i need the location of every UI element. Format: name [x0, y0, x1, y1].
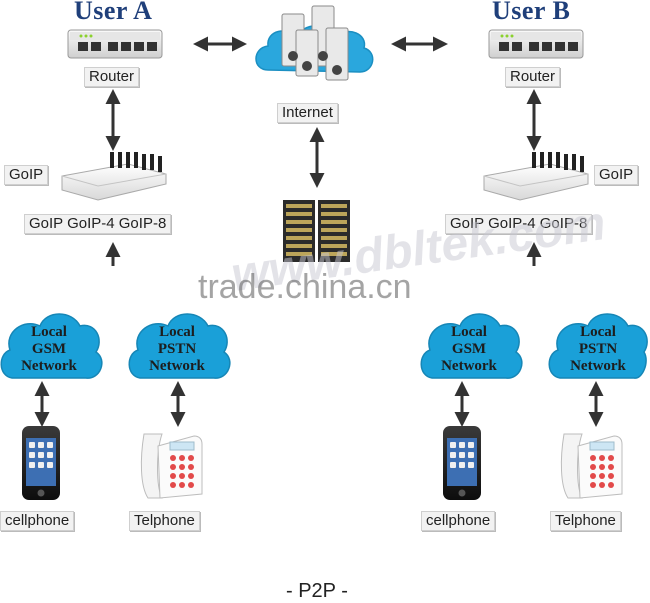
watermark-text: trade.china.cn [198, 268, 412, 307]
pstn-cloud-b-line1: Local [580, 324, 616, 340]
pstn-cloud-b-line2: PSTN [579, 341, 618, 357]
telephone-b-icon [561, 434, 622, 498]
gsm-cloud-b-line2: GSM [452, 341, 486, 357]
telephone-a-label: Telphone [129, 511, 200, 531]
goip-b-icon [484, 152, 588, 200]
cellphone-b-icon [443, 426, 481, 500]
gsm-cloud-b-line1: Local [451, 324, 487, 340]
gsm-cloud-a-line2: GSM [32, 341, 66, 357]
gsm-cloud-a-line1: Local [31, 324, 67, 340]
pstn-cloud-a-icon: Local PSTN Network [129, 314, 230, 378]
user-a-title: User A [74, 0, 152, 26]
gsm-cloud-b-line3: Network [441, 358, 497, 374]
cellphone-a-label: cellphone [0, 511, 74, 531]
router-b-icon [489, 30, 583, 58]
gsm-cloud-a-icon: Local GSM Network [1, 314, 102, 378]
telephone-b-label: Telphone [550, 511, 621, 531]
user-b-title: User B [492, 0, 570, 26]
gsm-cloud-b-icon: Local GSM Network [421, 314, 522, 378]
router-a-label: Router [84, 67, 139, 87]
diagram-caption: - P2P - [286, 580, 348, 603]
gsm-cloud-a-line3: Network [21, 358, 77, 374]
router-a-icon [68, 30, 162, 58]
pstn-cloud-a-line3: Network [149, 358, 205, 374]
internet-label: Internet [277, 103, 338, 123]
pstn-cloud-a-line2: PSTN [158, 341, 197, 357]
cellphone-b-label: cellphone [421, 511, 495, 531]
pstn-cloud-b-icon: Local PSTN Network [549, 314, 647, 378]
cellphone-a-icon [22, 426, 60, 500]
goip-a-models: GoIP GoIP-4 GoIP-8 [24, 214, 171, 234]
pstn-cloud-a-line1: Local [159, 324, 195, 340]
goip-a-label: GoIP [4, 165, 48, 185]
pstn-cloud-b-line3: Network [570, 358, 626, 374]
telephone-a-icon [141, 434, 202, 498]
router-b-label: Router [505, 67, 560, 87]
goip-b-label: GoIP [594, 165, 638, 185]
internet-cloud-icon [256, 6, 373, 80]
goip-a-icon [62, 152, 166, 200]
